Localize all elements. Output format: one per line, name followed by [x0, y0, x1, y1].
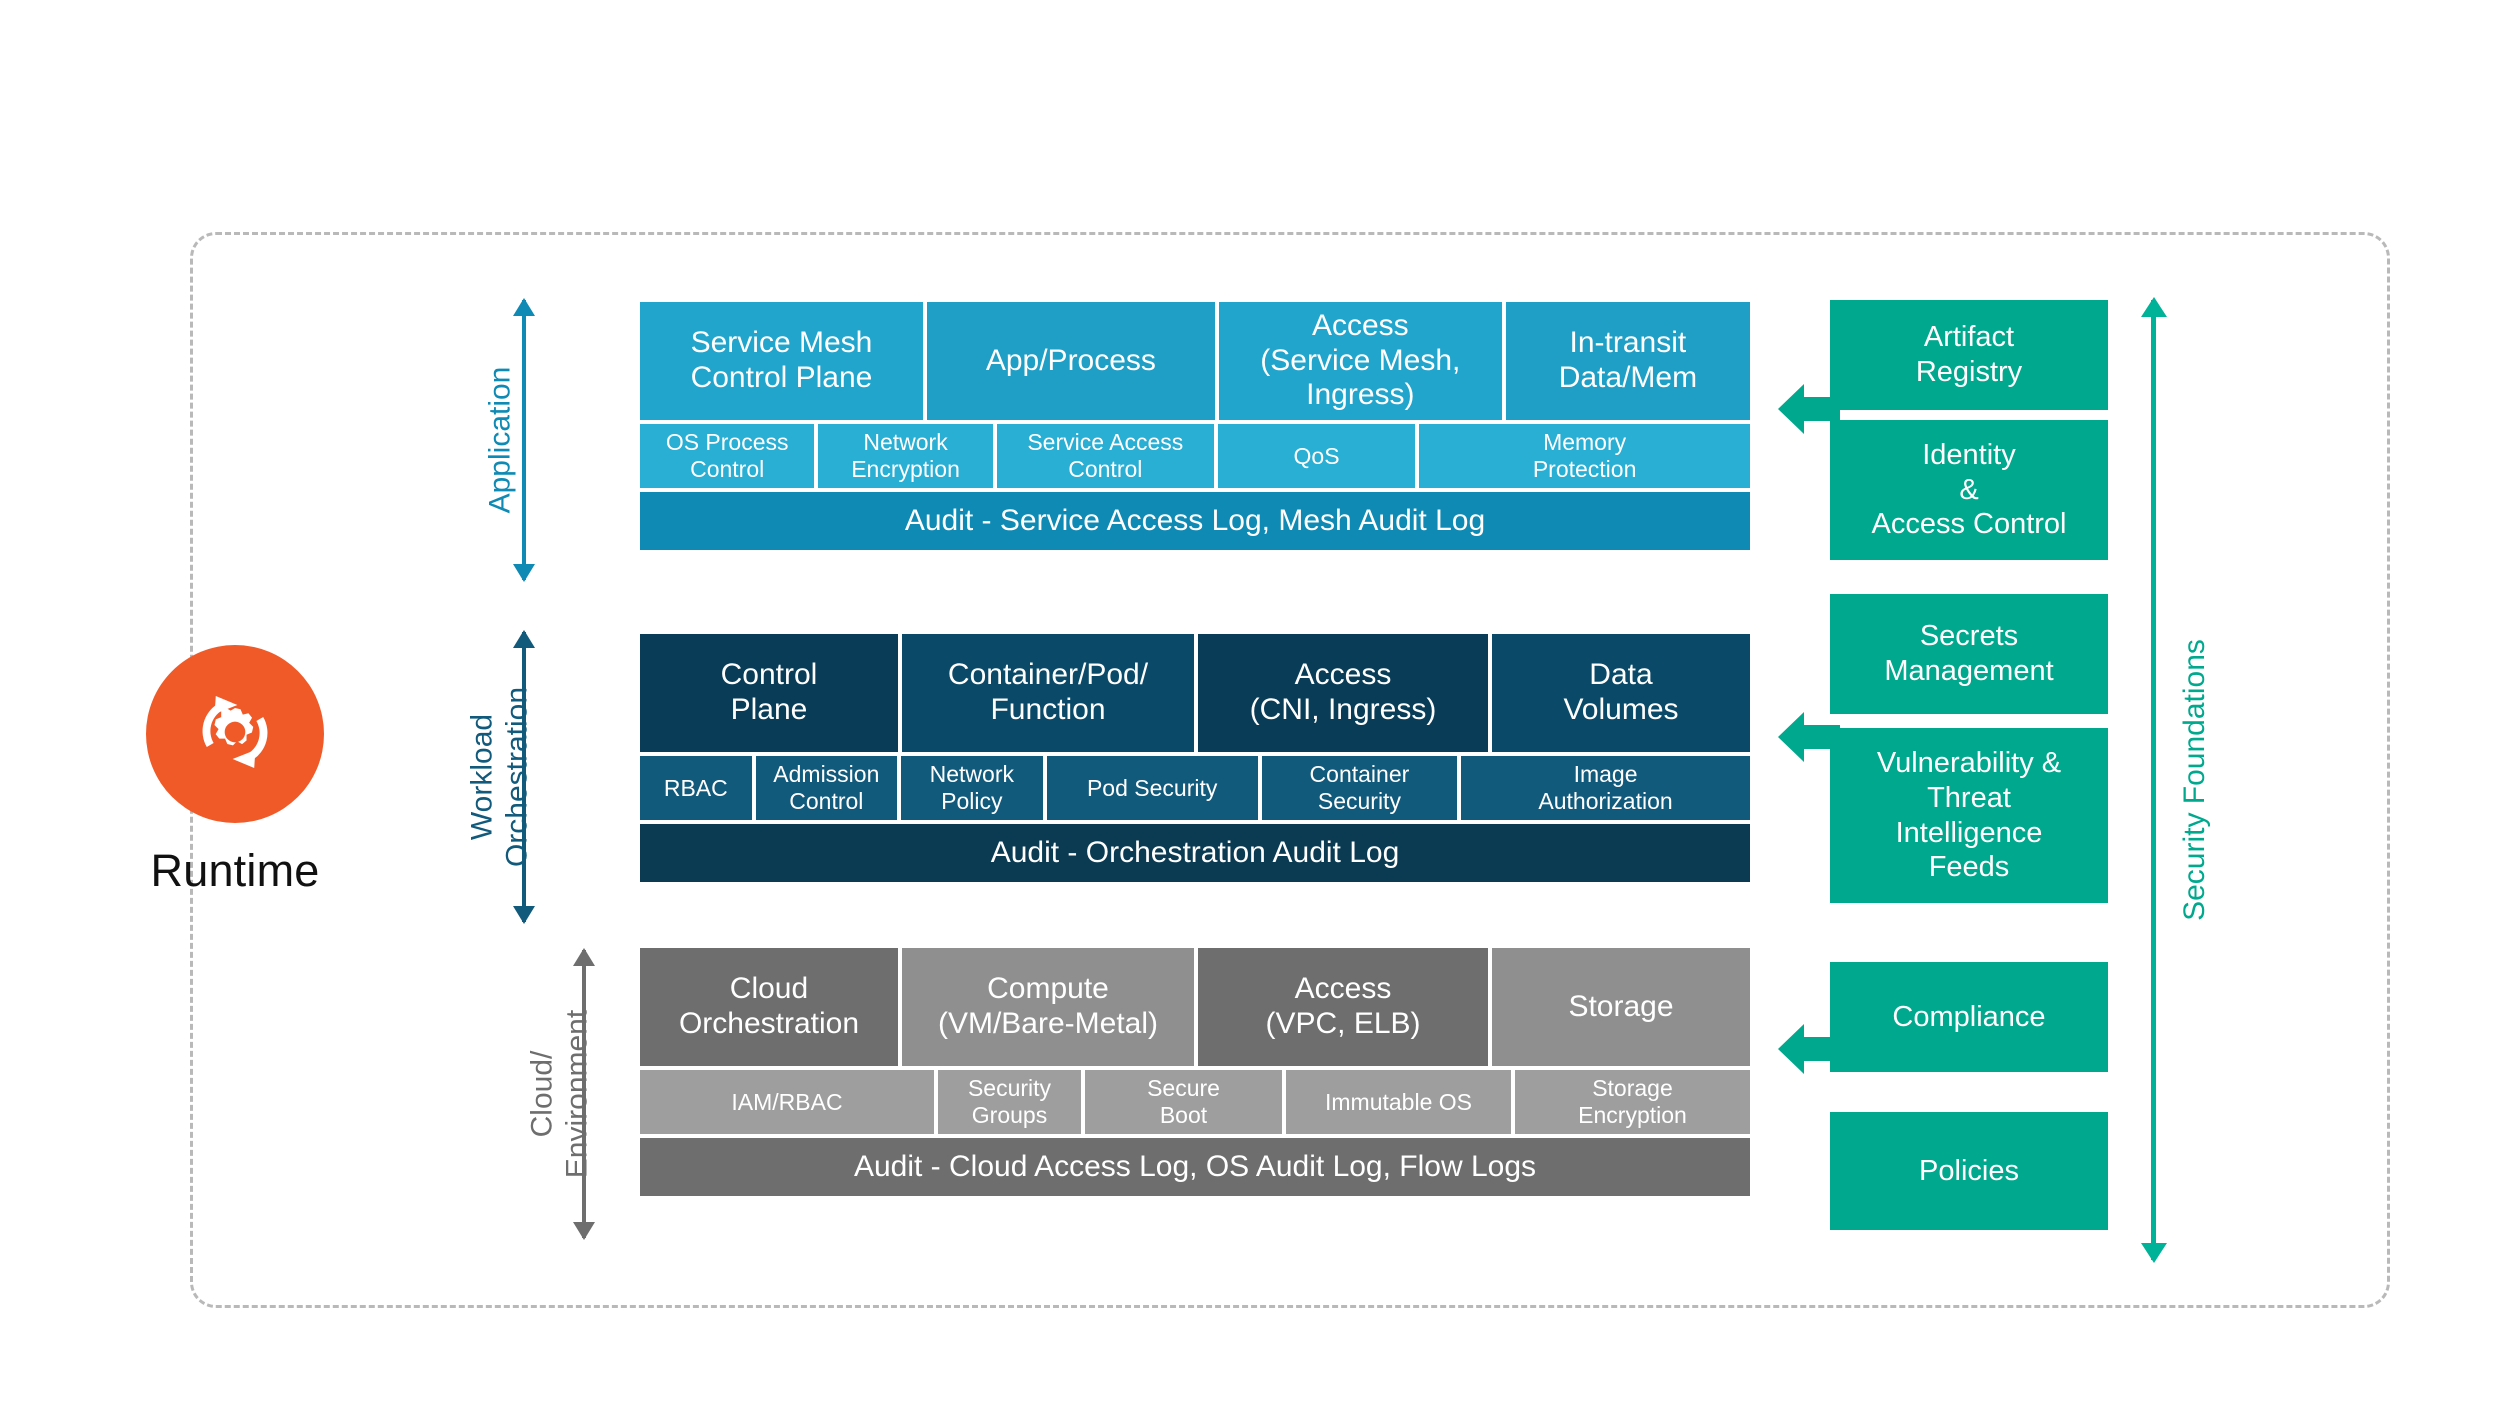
cell-storage[interactable]: Storage — [1492, 948, 1750, 1066]
cell-container-pod-function[interactable]: Container/Pod/ Function — [902, 634, 1194, 752]
application-main-row: Service Mesh Control Plane App/Process A… — [640, 302, 1750, 420]
layer-cloud-environment: Cloud Orchestration Compute (VM/Bare-Met… — [640, 948, 1750, 1196]
foundation-vulnerability-threat-intel-feeds[interactable]: Vulnerability & Threat Intelligence Feed… — [1830, 728, 2108, 903]
cell-access-service-mesh-ingress[interactable]: Access (Service Mesh, Ingress) — [1218, 302, 1502, 420]
cell-network-policy[interactable]: Network Policy — [901, 756, 1043, 820]
axis-security-foundations: Security Foundations — [2141, 297, 2211, 1263]
arrow-down-icon — [2141, 1243, 2167, 1263]
cell-in-transit-data-mem[interactable]: In-transit Data/Mem — [1505, 302, 1750, 420]
foundation-identity-access-control[interactable]: Identity & Access Control — [1830, 420, 2108, 560]
cell-qos[interactable]: QoS — [1217, 424, 1416, 488]
workload-main-row: Control Plane Container/Pod/ Function Ac… — [640, 634, 1750, 752]
cell-service-access-control[interactable]: Service Access Control — [996, 424, 1214, 488]
cell-compute-vm-baremetal[interactable]: Compute (VM/Bare-Metal) — [902, 948, 1194, 1066]
arrow-to-application — [1778, 382, 1840, 436]
application-audit-bar[interactable]: Audit - Service Access Log, Mesh Audit L… — [640, 492, 1750, 550]
gear-refresh-icon — [175, 672, 295, 797]
cell-cloud-orchestration[interactable]: Cloud Orchestration — [640, 948, 898, 1066]
arrow-up-icon — [573, 948, 595, 966]
arrow-down-icon — [513, 564, 535, 582]
workload-audit-bar[interactable]: Audit - Orchestration Audit Log — [640, 824, 1750, 882]
arrow-to-cloud — [1778, 1022, 1840, 1076]
cell-service-mesh-control-plane[interactable]: Service Mesh Control Plane — [640, 302, 923, 420]
arrow-up-icon — [513, 630, 535, 648]
axis-workload-orchestration: Workload Orchestration — [466, 630, 540, 924]
cell-memory-protection[interactable]: Memory Protection — [1419, 424, 1750, 488]
foundation-policies[interactable]: Policies — [1830, 1112, 2108, 1230]
cell-access-vpc-elb[interactable]: Access (VPC, ELB) — [1198, 948, 1488, 1066]
cell-pod-security[interactable]: Pod Security — [1046, 756, 1258, 820]
cell-app-process[interactable]: App/Process — [926, 302, 1215, 420]
axis-line — [582, 950, 586, 1238]
cloud-main-row: Cloud Orchestration Compute (VM/Bare-Met… — [640, 948, 1750, 1066]
axis-label-application: Application — [483, 366, 517, 514]
cloud-sub-row: IAM/RBAC Security Groups Secure Boot Imm… — [640, 1070, 1750, 1134]
workload-sub-row: RBAC Admission Control Network Policy Po… — [640, 756, 1750, 820]
cell-control-plane[interactable]: Control Plane — [640, 634, 898, 752]
cell-container-security[interactable]: Container Security — [1261, 756, 1458, 820]
axis-label-cloud-environment: Cloud/ Environment — [525, 1009, 594, 1179]
axis-line — [2151, 300, 2156, 1260]
layer-application: Service Mesh Control Plane App/Process A… — [640, 302, 1750, 550]
axis-label-security-foundations: Security Foundations — [2178, 639, 2211, 921]
cell-image-authorization[interactable]: Image Authorization — [1461, 756, 1750, 820]
axis-label-workload-orchestration: Workload Orchestration — [465, 686, 534, 868]
arrow-down-icon — [573, 1222, 595, 1240]
axis-application: Application — [470, 298, 540, 582]
cell-os-process-control[interactable]: OS Process Control — [640, 424, 815, 488]
axis-line — [522, 300, 526, 580]
runtime-label: Runtime — [150, 845, 320, 896]
axis-cloud-environment: Cloud/ Environment — [526, 948, 600, 1240]
axis-line — [522, 632, 526, 922]
arrow-up-icon — [513, 298, 535, 316]
cell-security-groups[interactable]: Security Groups — [938, 1070, 1081, 1134]
cell-admission-control[interactable]: Admission Control — [755, 756, 898, 820]
foundation-artifact-registry[interactable]: Artifact Registry — [1830, 300, 2108, 410]
cell-iam-rbac[interactable]: IAM/RBAC — [640, 1070, 934, 1134]
application-sub-row: OS Process Control Network Encryption Se… — [640, 424, 1750, 488]
cell-access-cni-ingress[interactable]: Access (CNI, Ingress) — [1198, 634, 1488, 752]
runtime-icon-circle — [146, 645, 324, 823]
cell-network-encryption[interactable]: Network Encryption — [818, 424, 993, 488]
runtime-badge: Runtime — [100, 645, 370, 897]
arrow-down-icon — [513, 906, 535, 924]
arrow-to-workload — [1778, 710, 1840, 764]
cell-data-volumes[interactable]: Data Volumes — [1492, 634, 1750, 752]
cell-secure-boot[interactable]: Secure Boot — [1085, 1070, 1282, 1134]
foundation-secrets-management[interactable]: Secrets Management — [1830, 594, 2108, 714]
cell-rbac[interactable]: RBAC — [640, 756, 752, 820]
layer-workload-orchestration: Control Plane Container/Pod/ Function Ac… — [640, 634, 1750, 882]
cell-storage-encryption[interactable]: Storage Encryption — [1515, 1070, 1750, 1134]
foundation-compliance[interactable]: Compliance — [1830, 962, 2108, 1072]
arrow-up-icon — [2141, 297, 2167, 317]
cloud-audit-bar[interactable]: Audit - Cloud Access Log, OS Audit Log, … — [640, 1138, 1750, 1196]
cell-immutable-os[interactable]: Immutable OS — [1286, 1070, 1511, 1134]
